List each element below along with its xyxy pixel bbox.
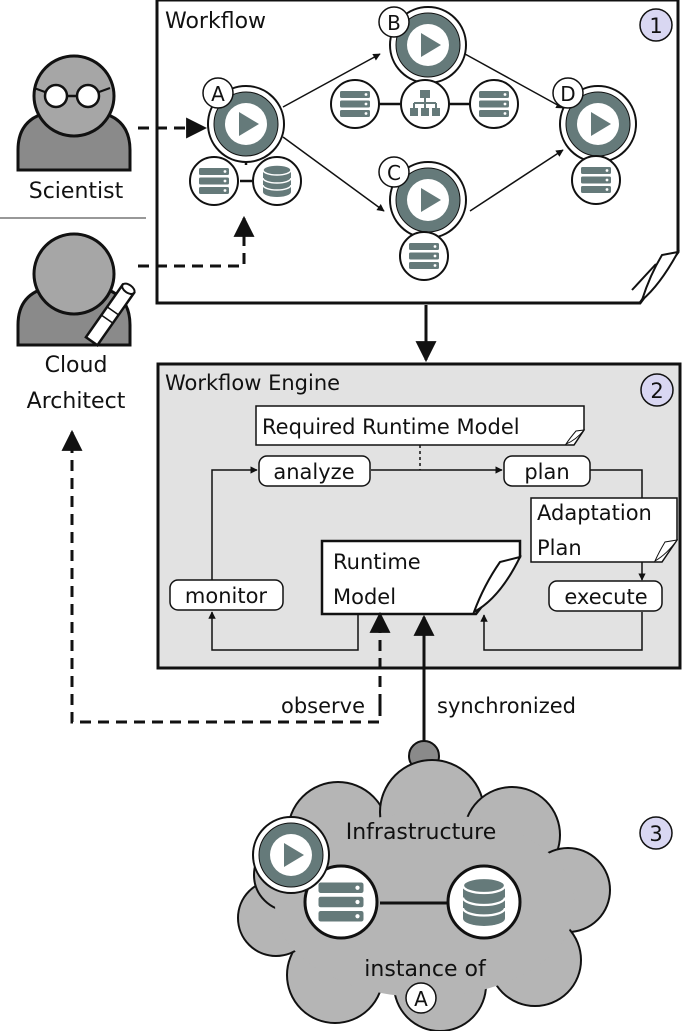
runtime-model-line1: Runtime [333, 550, 421, 574]
server-icon-a [189, 156, 239, 206]
analyze-box [258, 455, 371, 487]
observe-label: observe [281, 694, 365, 718]
infra-service-icon [252, 816, 330, 894]
server-icon-c [399, 231, 449, 281]
execute-label: execute [564, 585, 647, 609]
node-d-badge [552, 77, 584, 109]
node-b-badge [378, 6, 410, 38]
blueprint-roll-icon [84, 282, 136, 347]
architect-label-line2: Architect [27, 389, 126, 414]
step-2-badge [640, 373, 674, 407]
required-runtime-model-doc [255, 405, 586, 446]
engine-title: Workflow Engine [165, 371, 340, 395]
execute-box [548, 580, 663, 612]
infra-database-icon [446, 864, 522, 940]
runtime-model-doc [320, 539, 522, 616]
node-a-label: A [211, 82, 225, 106]
adaptation-plan-line2: Plan [537, 536, 582, 560]
plan-label: plan [524, 460, 569, 484]
scientist-label: Scientist [29, 179, 124, 204]
monitor-box [169, 579, 284, 611]
observe-to-architect-arrow [61, 429, 382, 724]
instance-node-badge [405, 982, 437, 1014]
adaptation-plan-doc [530, 497, 679, 563]
runtime-model-line2: Model [333, 585, 396, 609]
node-c-badge [378, 156, 410, 188]
step-3-number: 3 [649, 822, 662, 846]
database-icon-a [252, 156, 302, 206]
node-a-badge [202, 77, 234, 109]
analyze-label: analyze [273, 460, 354, 484]
mape-loop-edges [208, 466, 646, 651]
architect-label-line1: Cloud [45, 353, 108, 378]
adaptation-plan-line1: Adaptation [537, 501, 652, 525]
server-icon-d [571, 155, 621, 205]
step-2-number: 2 [650, 379, 663, 403]
server-icon-b2 [469, 79, 519, 129]
step-3-badge [639, 816, 673, 850]
step-1-number: 1 [649, 14, 662, 38]
instance-of-label: instance of [364, 957, 487, 982]
server-icon-b1 [330, 79, 380, 129]
synchronized-label: synchronized [437, 694, 576, 718]
plan-box [503, 455, 591, 487]
node-b-label: B [387, 11, 401, 35]
network-icon-b [400, 79, 450, 129]
required-runtime-model-label: Required Runtime Model [262, 415, 520, 439]
workflow-edges [240, 53, 598, 236]
workflow-title: Workflow [165, 9, 266, 34]
workflow-panel [155, 0, 680, 305]
cloud-architect-actor [16, 232, 136, 347]
node-d-label: D [560, 82, 575, 106]
monitor-label: monitor [185, 584, 268, 608]
instance-node-label: A [414, 987, 428, 1011]
scientist-actor [16, 54, 132, 172]
step-1-badge [639, 8, 673, 42]
node-c-label: C [387, 161, 401, 185]
infrastructure-title: Infrastructure [346, 820, 497, 845]
